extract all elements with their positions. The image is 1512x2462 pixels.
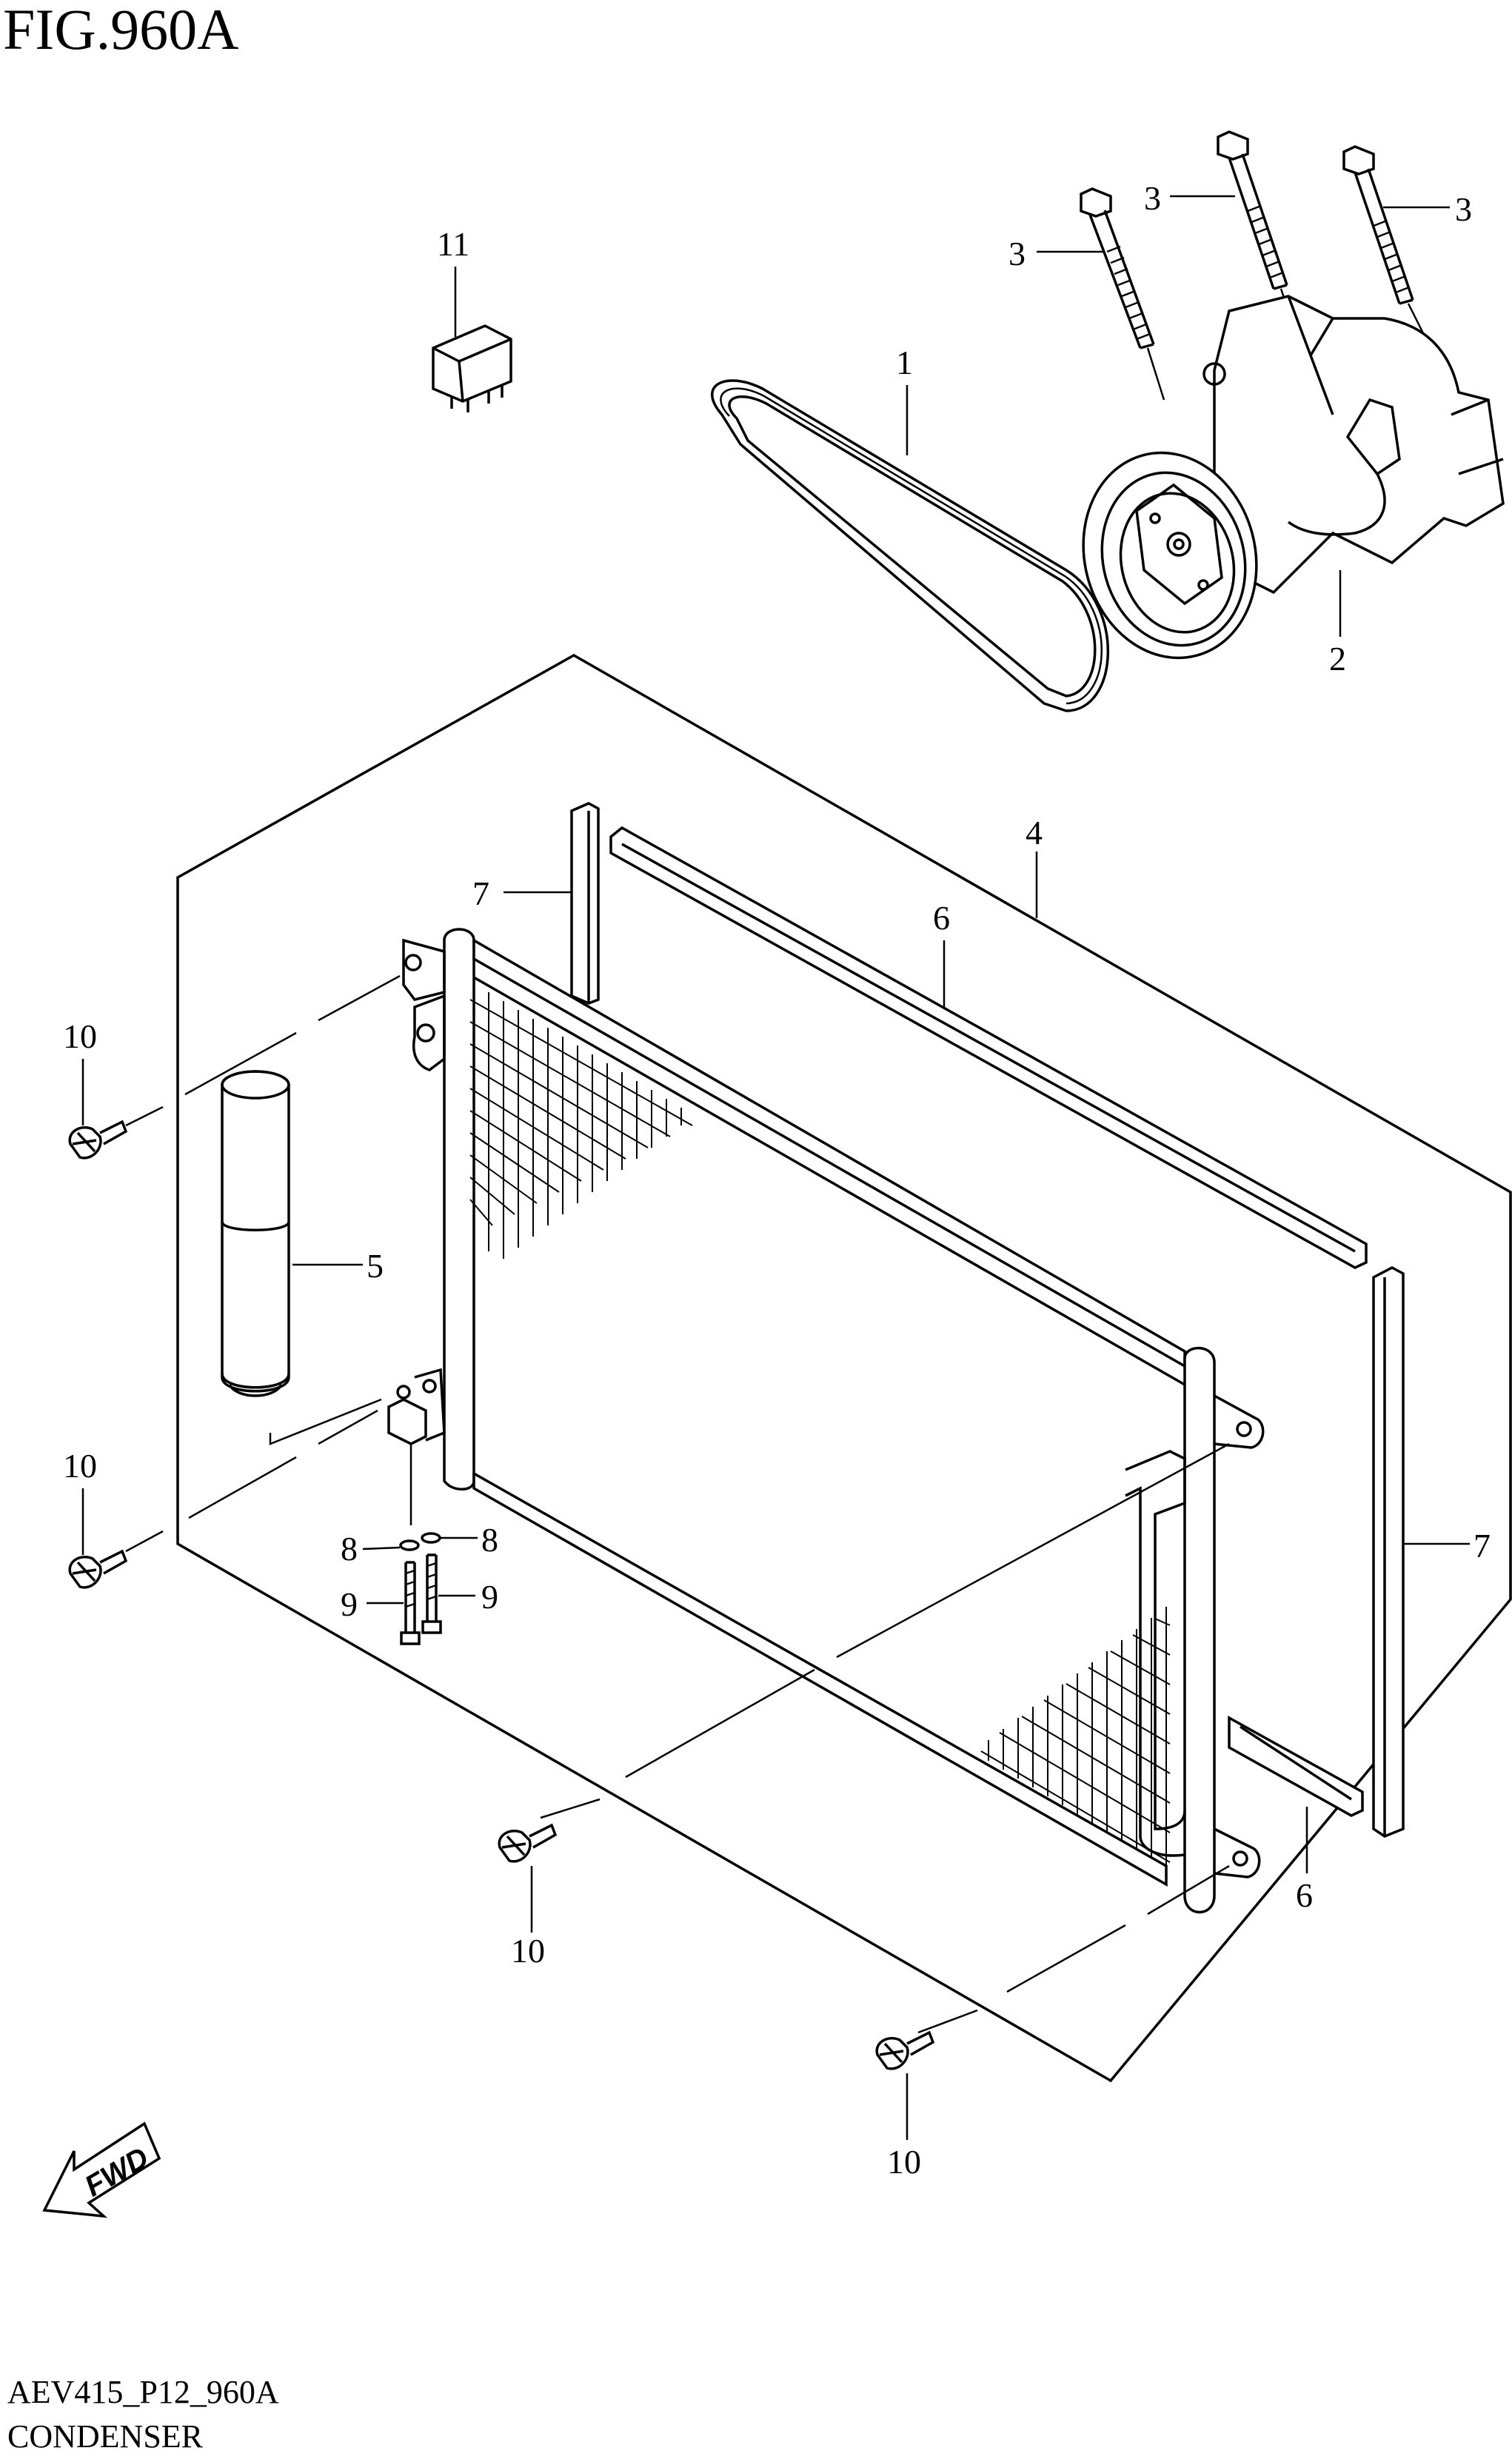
callout-7-right: 7 (1473, 1527, 1491, 1565)
screw-part-10-bottom-middle[interactable] (498, 1823, 558, 1863)
callout-5: 5 (367, 1247, 384, 1285)
callout-10-upper-left: 10 (63, 1017, 97, 1055)
screw-part-10-lower-left[interactable] (68, 1549, 128, 1589)
figure-title: FIG.960A (3, 0, 239, 61)
callout-4: 4 (1026, 814, 1043, 852)
callout-6-upper: 6 (933, 899, 950, 937)
callout-6-lower: 6 (1296, 1876, 1313, 1914)
callout-10-lower-left: 10 (63, 1447, 97, 1485)
alignment-lines (125, 974, 1230, 2034)
callout-3-middle: 3 (1144, 179, 1161, 217)
seal-strip-part-7-left[interactable] (570, 802, 600, 1005)
callout-9-right: 9 (481, 1578, 498, 1616)
o-ring-part-8-right[interactable] (421, 1532, 441, 1544)
o-ring-part-8-left[interactable] (399, 1539, 420, 1551)
callout-7-left: 7 (472, 874, 489, 912)
pipe-fitting (387, 1368, 446, 1445)
callout-1: 1 (896, 344, 913, 381)
callout-11: 11 (437, 225, 469, 263)
callout-3-right: 3 (1455, 190, 1472, 228)
relay-part-11[interactable] (432, 324, 512, 412)
screw-part-10-upper-left[interactable] (68, 1120, 128, 1160)
callout-9-left: 9 (341, 1585, 358, 1623)
seal-strip-part-6-upper[interactable] (609, 826, 1368, 1269)
condenser-core[interactable] (402, 928, 1265, 1914)
fwd-direction-arrow: FWD (42, 2121, 161, 2218)
condenser-assembly-outline-4 (176, 653, 1512, 2083)
receiver-drier-part-5[interactable] (221, 1070, 290, 1397)
leader-line-8-left (362, 1546, 401, 1551)
seal-strip-part-7-right[interactable] (1372, 1266, 1405, 1838)
bolt-part-3-right[interactable] (1342, 145, 1432, 349)
ac-compressor-part-2[interactable] (1061, 295, 1505, 678)
drive-belt-part-1[interactable] (711, 379, 1109, 712)
bolt-part-9-left[interactable] (400, 1561, 421, 1645)
callout-8-left: 8 (341, 1530, 358, 1568)
callout-10-bottom-middle: 10 (511, 1932, 545, 1970)
callout-10-bottom-right: 10 (887, 2143, 921, 2181)
bolt-part-3-left[interactable] (1080, 187, 1165, 401)
figure-code: AEV415_P12_960A (7, 2374, 279, 2410)
callout-8-right: 8 (481, 1521, 498, 1559)
figure-name: CONDENSER (7, 2418, 204, 2455)
callout-3-left: 3 (1008, 235, 1026, 272)
bolt-part-9-right[interactable] (421, 1553, 442, 1634)
callout-2: 2 (1329, 640, 1346, 678)
screw-part-10-bottom-right[interactable] (875, 2030, 935, 2070)
seal-strip-part-6-lower[interactable] (1228, 1716, 1364, 1817)
